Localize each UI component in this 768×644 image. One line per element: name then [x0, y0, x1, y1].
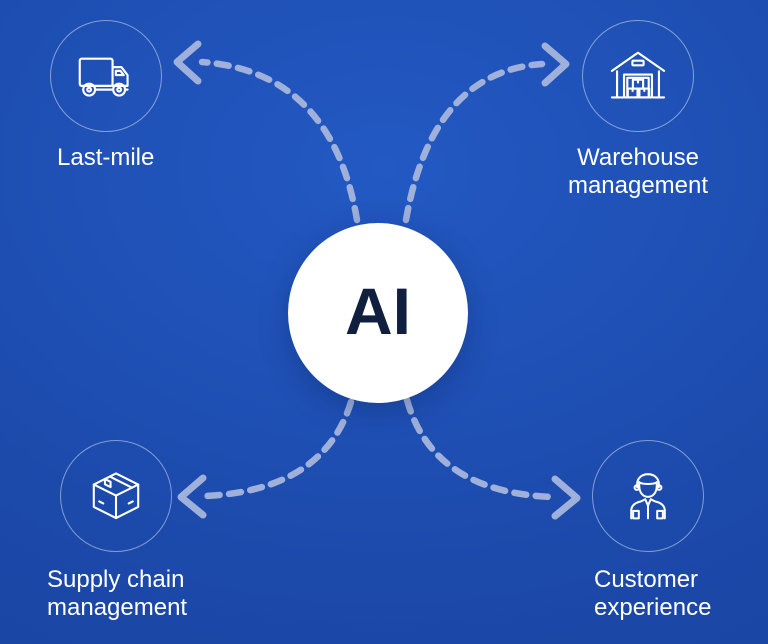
arrow-to-last-mile [173, 40, 361, 224]
arrowhead-left-icon [173, 40, 202, 85]
arrow-to-warehouse-management [402, 42, 570, 224]
arrowhead-right-icon [541, 42, 570, 87]
arrowhead-left-icon [177, 474, 207, 519]
node-supply-chain-management [60, 440, 172, 552]
arrowhead-right-icon [551, 475, 581, 520]
node-label-supply-chain-management: Supply chain management [47, 566, 188, 621]
node-last-mile [50, 20, 162, 132]
arrow-curve [198, 58, 361, 224]
arrow-curve [402, 60, 546, 224]
node-customer-experience [592, 440, 704, 552]
arrow-curve [403, 396, 556, 501]
arrow-to-supply-chain-management [177, 398, 355, 519]
package-box-icon [92, 471, 140, 519]
arrow-to-customer-experience [403, 396, 581, 520]
warehouse-icon [610, 51, 666, 99]
hub-label-ai: AI [345, 274, 411, 348]
node-label-last-mile: Last-mile [57, 144, 155, 171]
node-label-customer-experience: Customer experience [594, 566, 712, 621]
node-label-warehouse-management: Warehouse management [567, 144, 709, 199]
truck-icon [78, 57, 129, 97]
person-headset-icon [630, 472, 666, 519]
arrow-curve [202, 398, 355, 500]
hub-circle: AI [288, 223, 468, 403]
node-warehouse-management [582, 20, 694, 132]
